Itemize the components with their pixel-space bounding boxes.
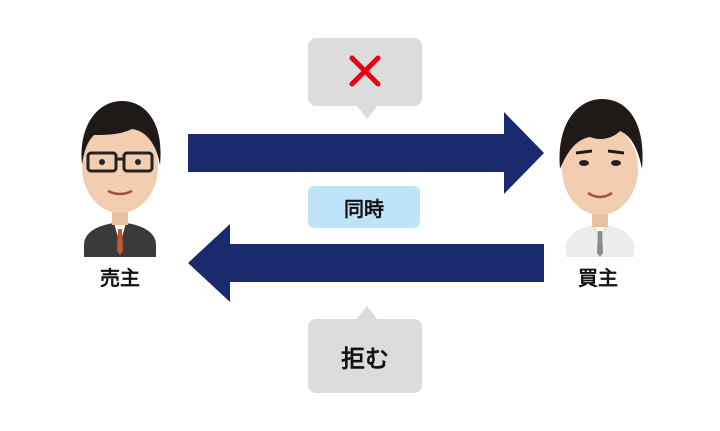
seller-avatar [81,101,161,257]
simultaneous-badge: 同時 [308,186,420,228]
seller-to-buyer-arrow [188,112,544,194]
bottom-bubble-tail [356,306,378,320]
top-bubble-tail [356,105,378,119]
buyer-to-seller-arrow [188,224,544,302]
cross-icon [349,55,381,87]
buyer-avatar [559,99,643,257]
seller-label: 売主 [100,266,140,290]
bottom-speech-bubble [308,319,422,393]
refuse-text: 拒む [341,345,389,373]
buyer-label: 買主 [578,266,618,290]
